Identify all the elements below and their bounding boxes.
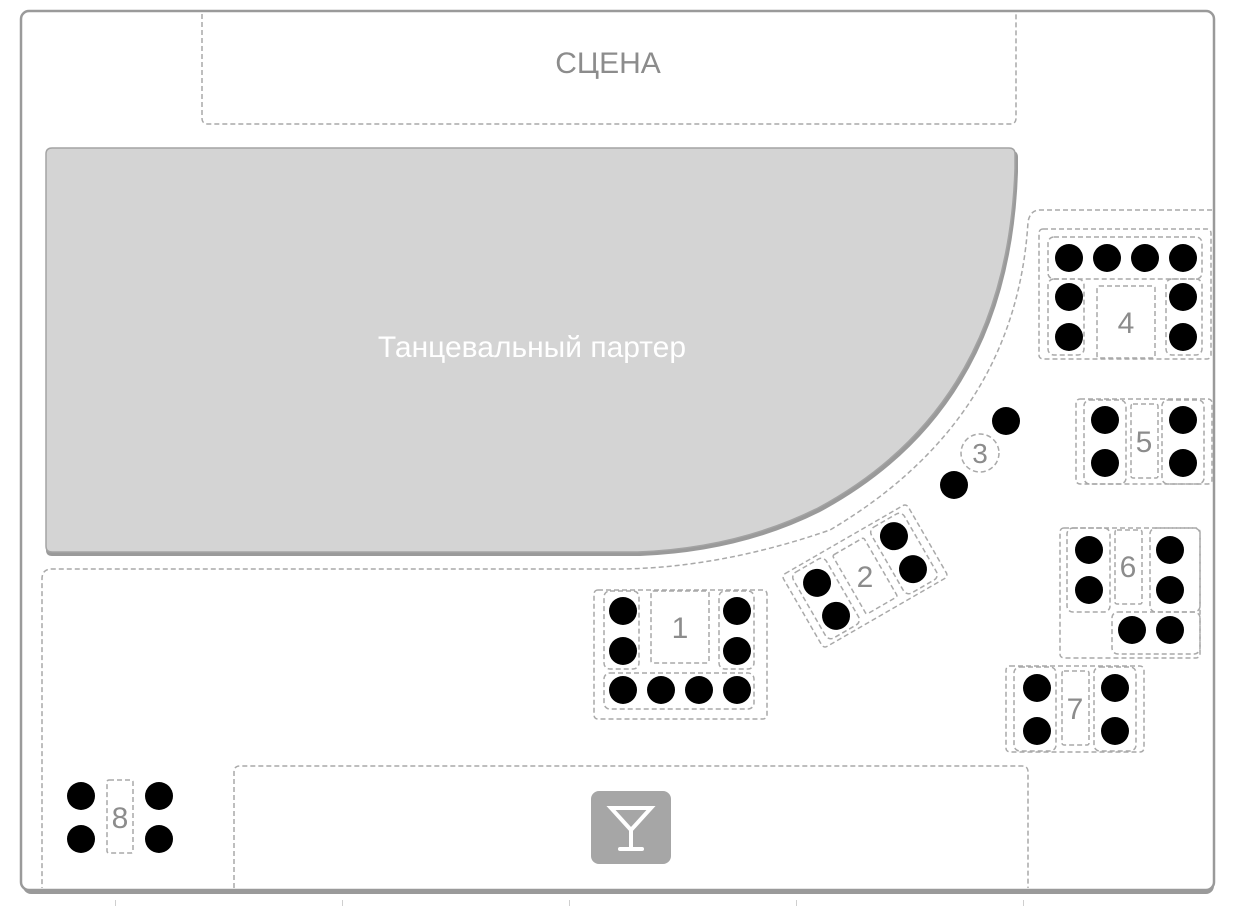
seat[interactable]	[1169, 283, 1197, 311]
seat[interactable]	[609, 676, 637, 704]
seat[interactable]	[817, 597, 855, 635]
seat[interactable]	[723, 597, 751, 625]
seat[interactable]	[940, 471, 968, 499]
table-3[interactable]: 3	[940, 407, 1020, 499]
bottom-ruler	[0, 900, 1235, 906]
seat[interactable]	[1023, 717, 1051, 745]
seat[interactable]	[145, 782, 173, 810]
seat[interactable]	[1101, 674, 1129, 702]
table-8[interactable]: 8	[67, 779, 173, 854]
seat[interactable]	[1023, 674, 1051, 702]
seat[interactable]	[723, 637, 751, 665]
seat[interactable]	[67, 782, 95, 810]
seat[interactable]	[1055, 323, 1083, 351]
seat[interactable]	[1156, 576, 1184, 604]
table-4[interactable]: 4	[1038, 228, 1212, 360]
seat[interactable]	[1055, 283, 1083, 311]
seat[interactable]	[1055, 244, 1083, 272]
table-8-number: 8	[112, 802, 129, 835]
stage-label: СЦЕНА	[555, 47, 661, 80]
seat[interactable]	[1101, 717, 1129, 745]
seat[interactable]	[798, 564, 836, 602]
stage: СЦЕНА	[201, 14, 1017, 125]
table-2[interactable]	[782, 504, 949, 649]
seat[interactable]	[1131, 244, 1159, 272]
seat[interactable]	[1091, 449, 1119, 477]
dance-floor-label: Танцевальный партер	[378, 331, 686, 364]
table-5-number: 5	[1136, 426, 1153, 459]
seat[interactable]	[894, 550, 932, 588]
dance-floor: Танцевальный партер	[45, 147, 1018, 556]
seat[interactable]	[1156, 536, 1184, 564]
seat[interactable]	[609, 637, 637, 665]
seat[interactable]	[1093, 244, 1121, 272]
seat[interactable]	[67, 825, 95, 853]
table-5[interactable]: 5	[1075, 398, 1213, 485]
seat[interactable]	[1118, 616, 1146, 644]
seat[interactable]	[875, 517, 913, 555]
table-7-number: 7	[1067, 693, 1084, 726]
table-6[interactable]: 6	[1059, 527, 1201, 659]
table-3-number: 3	[972, 438, 988, 469]
seat[interactable]	[723, 676, 751, 704]
table-7[interactable]: 7	[1005, 665, 1145, 753]
right-zone-border	[41, 209, 1212, 888]
table-1[interactable]: 1	[593, 589, 768, 720]
table-6-number: 6	[1120, 551, 1137, 584]
seat[interactable]	[1156, 616, 1184, 644]
seat[interactable]	[992, 407, 1020, 435]
seat[interactable]	[1169, 406, 1197, 434]
table-4-number: 4	[1118, 307, 1135, 340]
seat[interactable]	[647, 676, 675, 704]
seat[interactable]	[609, 597, 637, 625]
seat[interactable]	[1075, 536, 1103, 564]
seat[interactable]	[145, 825, 173, 853]
seat[interactable]	[1169, 323, 1197, 351]
table-2-number: 2	[857, 561, 874, 594]
bar-counter	[591, 791, 671, 864]
seat[interactable]	[1169, 244, 1197, 272]
seat[interactable]	[1091, 406, 1119, 434]
seat[interactable]	[1169, 449, 1197, 477]
bar-zone-border	[233, 765, 1029, 888]
seat[interactable]	[685, 676, 713, 704]
table-1-number: 1	[672, 612, 689, 645]
cocktail-glass-icon	[606, 806, 656, 851]
seat[interactable]	[1075, 576, 1103, 604]
